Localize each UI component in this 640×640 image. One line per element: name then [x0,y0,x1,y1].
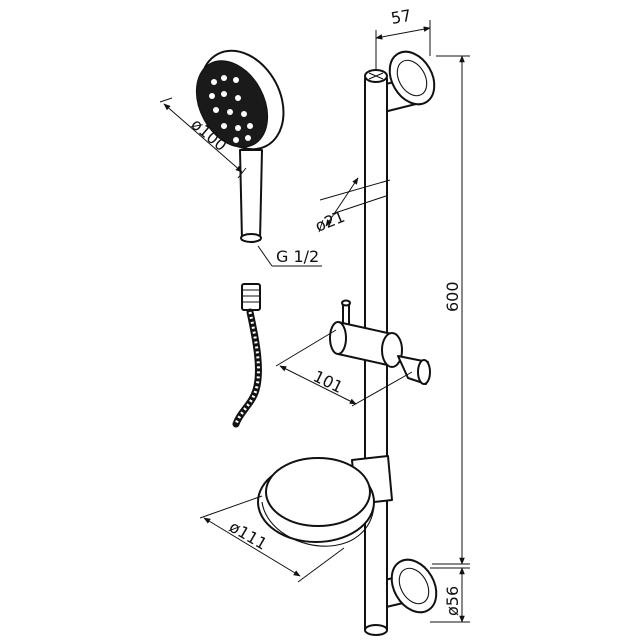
soap-dish [257,455,393,547]
bottom-wall-bracket [375,558,438,614]
dimension-thread: G 1/2 [257,245,322,267]
dimension-bar-diameter-label: ø21 [312,207,347,236]
dimension-bar-offset-label: 57 [389,6,412,28]
dimension-bar-length: 600 [432,55,470,565]
dimension-slider-length: 101 [275,329,413,407]
dimension-bar-offset: 57 [375,6,431,70]
dimension-bracket-diameter-label: ø56 [443,586,462,616]
dimension-dish-diameter-label: ø111 [226,517,270,554]
dimension-slider-length-label: 101 [310,367,346,397]
dimension-bar-length-label: 600 [443,281,462,312]
dimension-bracket-diameter: ø56 [430,567,470,623]
dimension-thread-label: G 1/2 [276,247,319,266]
rail-slider [329,299,431,385]
shower-hose [232,283,262,428]
